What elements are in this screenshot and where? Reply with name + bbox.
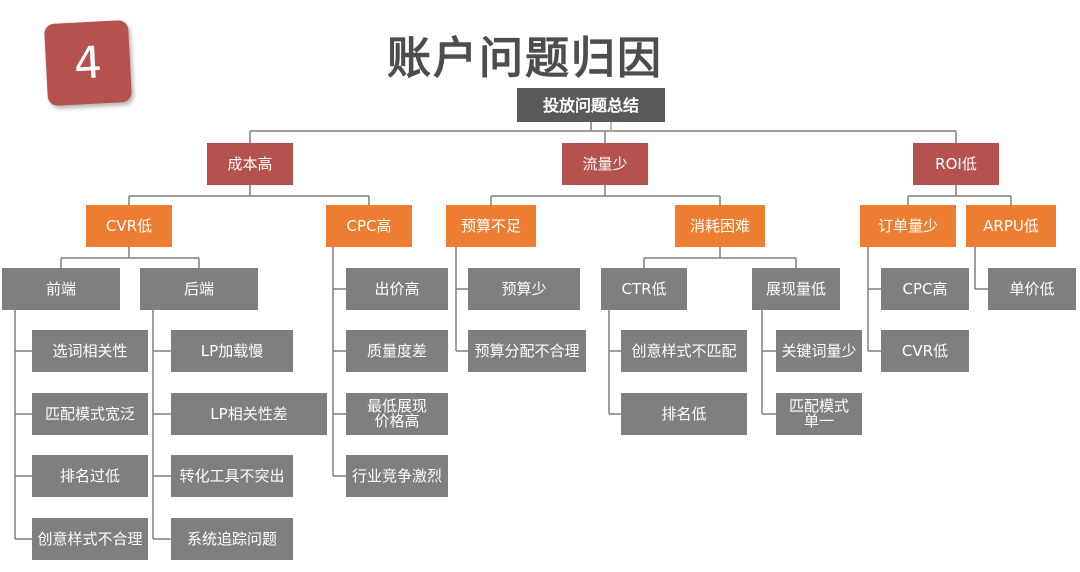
node-rank-too-low: 排名过低 (32, 455, 148, 497)
node-cvr-low: CVR低 (86, 205, 172, 247)
node-match-single: 匹配模式 单一 (776, 393, 862, 435)
node-arpu-low: ARPU低 (966, 205, 1056, 247)
node-competition: 行业竞争激烈 (346, 455, 448, 497)
node-lp-slow: LP加载慢 (171, 330, 293, 372)
node-roi-low: ROI低 (913, 143, 999, 185)
node-lp-relevance: LP相关性差 (171, 393, 327, 435)
slide-title: 账户问题归因 (387, 33, 663, 84)
node-ctr-low: CTR低 (601, 268, 687, 310)
node-orders-few: 订单量少 (860, 205, 956, 247)
node-cvr-low-2: CVR低 (881, 330, 969, 372)
node-creative-mismatch: 创意样式不匹配 (621, 330, 747, 372)
node-unit-price-low: 单价低 (988, 268, 1076, 310)
node-frontend: 前端 (2, 268, 120, 310)
slide-number-badge: 4 (43, 19, 133, 107)
node-keyword-relevance: 选词相关性 (32, 330, 148, 372)
node-traffic-low: 流量少 (562, 143, 648, 185)
node-keywords-few: 关键词量少 (776, 330, 862, 372)
node-creative-unreasonable: 创意样式不合理 (32, 518, 148, 560)
node-tracking-issue: 系统追踪问题 (171, 518, 293, 560)
node-spend-hard: 消耗困难 (675, 205, 765, 247)
node-bid-high: 出价高 (346, 268, 448, 310)
node-match-broad: 匹配模式宽泛 (32, 393, 148, 435)
node-budget-small: 预算少 (468, 268, 580, 310)
node-cost-high: 成本高 (207, 143, 293, 185)
node-backend: 后端 (140, 268, 258, 310)
node-min-price-high: 最低展现 价格高 (346, 393, 448, 435)
node-root: 投放问题总结 (517, 88, 665, 122)
node-budget-allocation: 预算分配不合理 (468, 330, 586, 372)
node-budget-short: 预算不足 (446, 205, 536, 247)
node-cpc-high-2: CPC高 (881, 268, 969, 310)
slide-number: 4 (72, 36, 104, 90)
node-quality-poor: 质量度差 (346, 330, 448, 372)
node-cpc-high: CPC高 (326, 205, 412, 247)
node-conversion-tool: 转化工具不突出 (171, 455, 293, 497)
node-impressions-low: 展现量低 (752, 268, 840, 310)
node-rank-low: 排名低 (621, 393, 747, 435)
